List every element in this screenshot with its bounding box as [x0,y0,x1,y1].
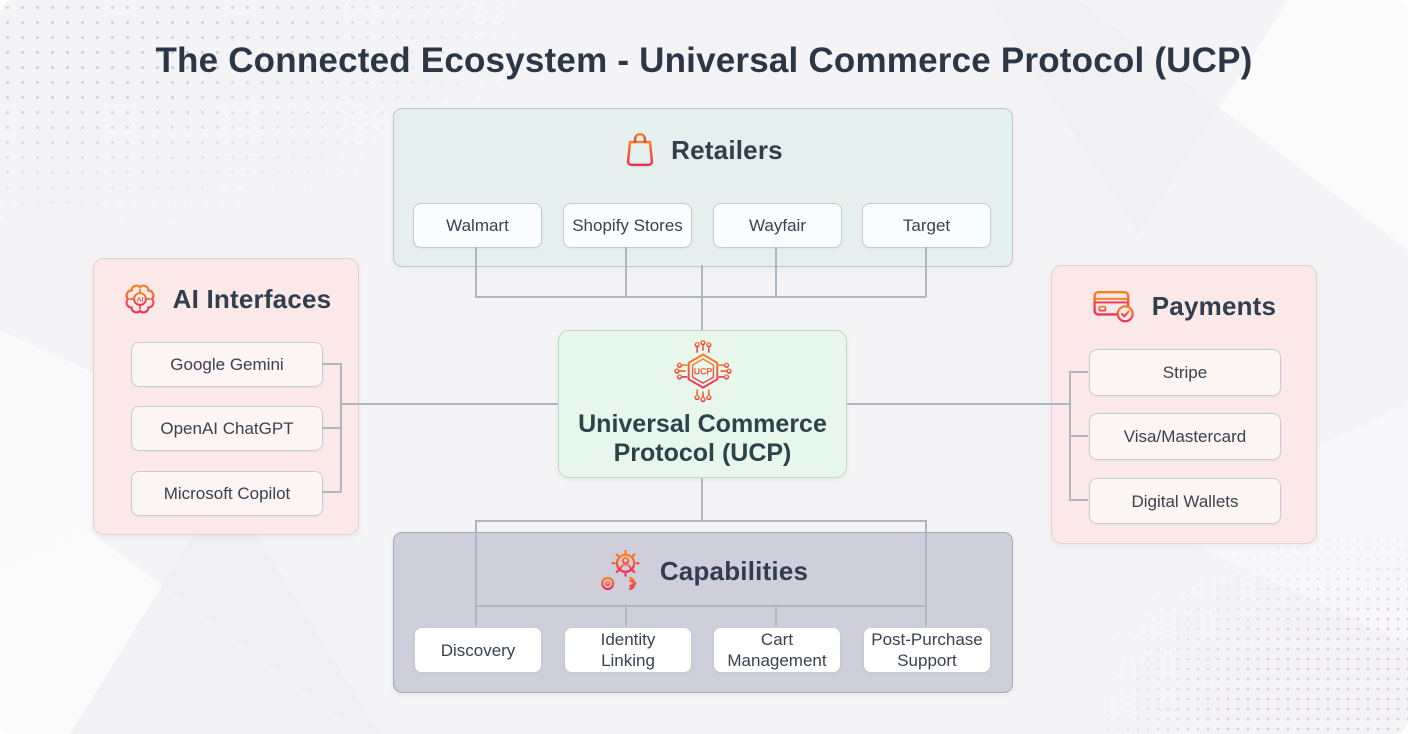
connector-line [625,605,627,626]
connector-line [322,491,341,493]
connector-line [322,427,341,429]
connector-line [1069,435,1088,437]
ai-interfaces-header: AI AI Interfaces [94,277,358,321]
connector-line [775,605,777,626]
triangle-pattern [1078,0,1408,250]
capability-node: Discovery [414,627,542,673]
payment-node: Visa/Mastercard [1089,413,1281,460]
connector-line [625,247,627,297]
dots-pattern-bottom-right [1103,534,1408,734]
ucp-label: Universal Commerce Protocol (UCP) [578,410,827,467]
connector-line [340,363,342,492]
ai-node: OpenAI ChatGPT [131,406,323,451]
gear-wrench-icon [600,549,640,591]
connector-line [925,247,927,297]
payments-header: Payments [1052,284,1316,328]
retailer-node: Target [862,203,991,248]
ai-node: Google Gemini [131,342,323,387]
retailers-header: Retailers [394,127,1012,173]
connector-line [925,520,927,626]
ai-interfaces-label: AI Interfaces [172,283,332,314]
ai-node: Microsoft Copilot [131,471,323,516]
connector-line [322,363,341,365]
ucp-center-node: UCP Universal Commerce Protocol (UCP) [558,330,847,478]
capabilities-header: Capabilities [394,548,1012,594]
connector-line [475,520,477,626]
capabilities-group: Capabilities Discovery Identity Linking … [393,532,1013,693]
capability-node: Identity Linking [564,627,692,673]
payments-label: Payments [1151,290,1277,321]
retailer-node: Wayfair [713,203,842,248]
connector-line [701,478,703,521]
ai-brain-icon: AI [125,284,155,314]
capabilities-label: Capabilities [659,555,809,586]
retailers-label: Retailers [671,134,783,165]
retailer-node: Walmart [413,203,542,248]
ucp-chip-text: UCP [693,367,712,377]
capability-node: Cart Management [713,627,841,673]
connector-line [1069,499,1088,501]
connector-line [475,247,477,297]
payment-node: Stripe [1089,349,1281,396]
payments-group: Payments Stripe Visa/Mastercard Digital … [1051,265,1317,544]
page-title: The Connected Ecosystem - Universal Comm… [155,41,1253,80]
connector-line [475,520,926,522]
ucp-chip-icon: UCP [673,339,732,403]
connector-line [475,296,926,298]
capability-node: Post-Purchase Support [863,627,991,673]
connector-line [775,247,777,297]
connector-line [475,605,926,607]
connector-line [847,403,1070,405]
retailer-node: Shopify Stores [563,203,692,248]
shopping-bag-icon [627,132,654,167]
connector-line [340,403,558,405]
triangle-pattern [988,0,1288,235]
payment-node: Digital Wallets [1089,478,1281,524]
ai-interfaces-group: AI AI Interfaces Google Gemini OpenAI Ch… [93,258,359,535]
retailers-group: Retailers Walmart Shopify Stores Wayfair… [393,108,1013,267]
svg-text:AI: AI [136,297,143,304]
credit-card-icon [1093,291,1134,323]
connector-line [1069,371,1088,373]
connector-line [701,265,703,330]
